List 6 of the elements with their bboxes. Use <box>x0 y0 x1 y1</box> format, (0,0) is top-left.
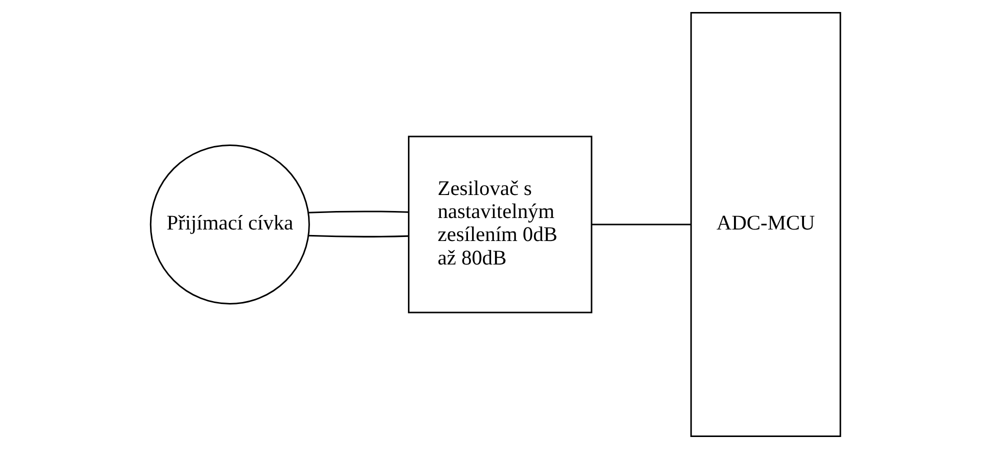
node-box: Zesilovač s nastavitelným zesílením 0dB až 80dB <box>407 136 592 314</box>
node-circle: Přijímací cívka <box>149 144 310 305</box>
connector <box>308 210 408 214</box>
connector <box>591 224 690 226</box>
node-box: ADC-MCU <box>690 12 841 438</box>
connector <box>308 234 408 238</box>
